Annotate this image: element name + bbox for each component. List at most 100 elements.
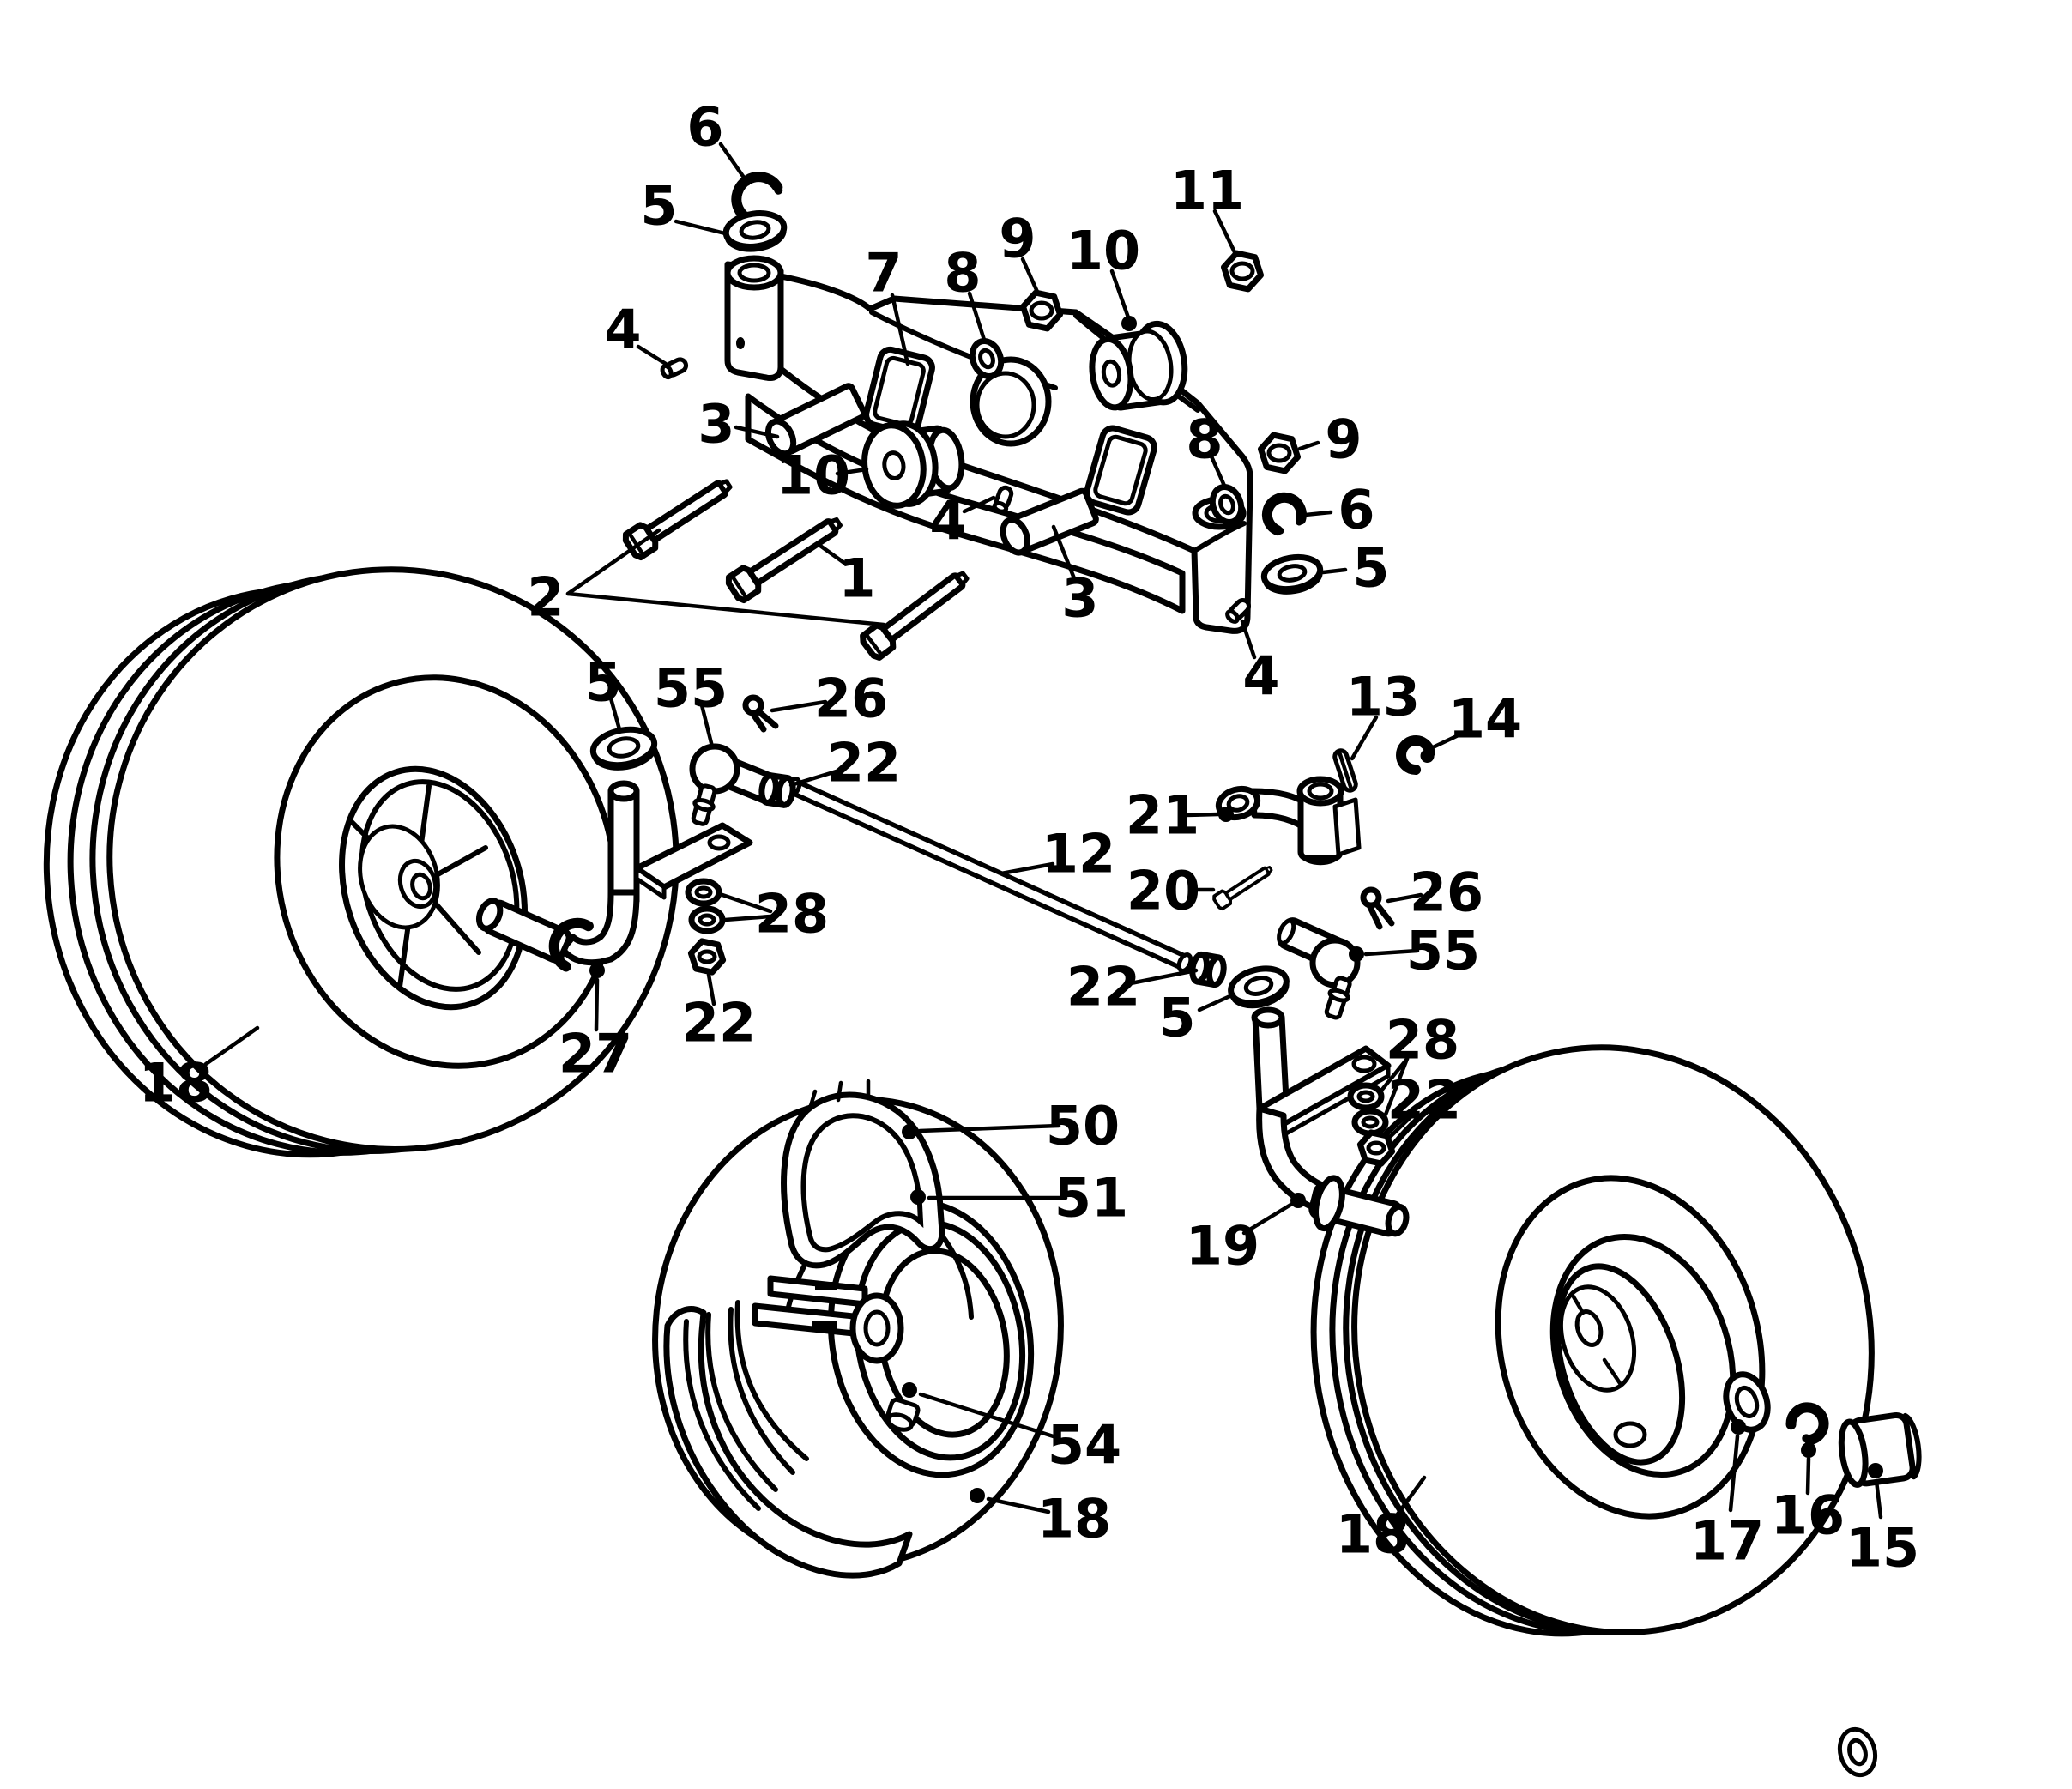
leader-line (918, 1392, 1061, 1441)
callout-number: 8 (944, 242, 981, 305)
roll-pin-right (1225, 597, 1252, 624)
leader-line (788, 768, 842, 788)
callout-2-bolt: 2 (527, 528, 886, 629)
leader-line (734, 425, 780, 439)
leader-line (770, 699, 828, 713)
callout-number: 5 (584, 651, 621, 714)
callout-number: 51 (1054, 1167, 1128, 1230)
callout-number: 9 (999, 208, 1036, 270)
callout-5-washer: 5 (584, 651, 622, 732)
callout-number: 5 (1158, 987, 1195, 1049)
callout-5-washer: 5 (1158, 987, 1236, 1049)
callout-number: 20 (1127, 860, 1200, 922)
callout-number: 54 (1048, 1414, 1121, 1477)
leader-dot (589, 963, 605, 978)
callout-number: 19 (1186, 1215, 1260, 1278)
steering-arm (1215, 776, 1362, 866)
leader-line (1363, 948, 1420, 957)
leader-line (1128, 968, 1199, 986)
callout-22-lock-nut: 22 (682, 972, 756, 1055)
leader-line (986, 1496, 1051, 1514)
leader-dot (910, 1189, 926, 1205)
leader-line (1379, 1056, 1410, 1093)
axle-peg-front-left (764, 383, 867, 457)
callout-number: 2 (527, 566, 564, 629)
spacer-washer-left (758, 772, 796, 808)
leader-dot (902, 1382, 917, 1398)
leader-line (1386, 892, 1423, 904)
callout-18-wheel: 18 (1336, 1475, 1427, 1566)
callout-9-lock-nut: 9 (999, 208, 1040, 294)
callout-55-ball-joint: 55 (1349, 920, 1480, 982)
leader-line (1805, 1456, 1811, 1496)
leader-dot (902, 1124, 917, 1139)
callout-number: 28 (1386, 1009, 1459, 1072)
e-ring-right (1261, 492, 1307, 536)
leader-line (818, 543, 847, 565)
callout-number: 18 (139, 1052, 213, 1115)
callout-number: 55 (1406, 920, 1480, 982)
washers-28-left (685, 878, 726, 934)
leader-line (999, 861, 1055, 876)
middle-wheel-lower-shell (663, 1306, 913, 1579)
callout-number: 15 (1845, 1517, 1919, 1580)
e-ring-16 (1785, 1402, 1829, 1446)
leader-dot (1349, 946, 1364, 962)
leader-line (1297, 440, 1320, 451)
callout-number: 7 (865, 242, 902, 305)
roll-pin-13 (1332, 748, 1358, 793)
washer-top-left (722, 210, 788, 252)
leader-line (608, 696, 622, 732)
axle-assembly (724, 255, 1253, 634)
washer-5-mid-right (1228, 965, 1290, 1009)
bolt-1 (725, 517, 843, 604)
callout-number: 11 (1170, 160, 1244, 222)
callout-4-roll-pin: 4 (1240, 619, 1280, 708)
callout-21-steering-arm: 21 (1126, 784, 1234, 847)
callout-17-hub-ring: 17 (1690, 1419, 1764, 1573)
callout-7-axle-frame: 7 (865, 242, 910, 366)
leader-line (1197, 992, 1236, 1012)
roll-pin-center (992, 485, 1014, 514)
leader-line (962, 495, 996, 514)
leader-line (1109, 269, 1131, 320)
leader-line (967, 291, 987, 342)
leader-line (722, 914, 773, 922)
callout-5-washer: 5 (640, 175, 728, 238)
leader-line (1728, 1434, 1740, 1513)
washer-5-right (1260, 553, 1324, 595)
callout-number: 27 (559, 1023, 632, 1085)
callout-11-lock-nut: 11 (1170, 160, 1244, 258)
leader-dot (1801, 1442, 1816, 1458)
callout-51-tire-liner: 51 (910, 1167, 1128, 1230)
callout-number: 1 (838, 547, 875, 610)
callout-22-spacer-washer: 22 (1066, 956, 1199, 1018)
e-ring-14 (1396, 735, 1435, 776)
callout-number: 10 (1066, 220, 1140, 282)
leader-line (1240, 619, 1257, 660)
callout-8-washer: 8 (944, 242, 987, 342)
leader-dot (1290, 1193, 1306, 1208)
leader-line (1183, 812, 1221, 818)
middle-wheel-liner (800, 1113, 924, 1253)
leader-line (1383, 1056, 1410, 1117)
roll-pin-left (660, 357, 689, 380)
callout-number: 14 (1448, 688, 1522, 751)
callout-5-washer: 5 (1320, 537, 1390, 600)
callout-54-hub-bolt: 54 (902, 1382, 1121, 1477)
callout-8-washer: 8 (1186, 408, 1227, 488)
callout-22-spacer-washer: 22 (788, 732, 901, 795)
leader-line (565, 591, 886, 627)
nut-22-left (687, 938, 727, 976)
leader-line (1874, 1478, 1883, 1520)
callout-number: 16 (1771, 1484, 1845, 1547)
leader-line (203, 1025, 260, 1067)
callout-number: 28 (755, 883, 829, 946)
callout-15-hub-cap: 15 (1845, 1463, 1919, 1580)
leader-line (1212, 209, 1239, 258)
leader-line (1051, 524, 1077, 581)
leader-line (1320, 567, 1348, 575)
